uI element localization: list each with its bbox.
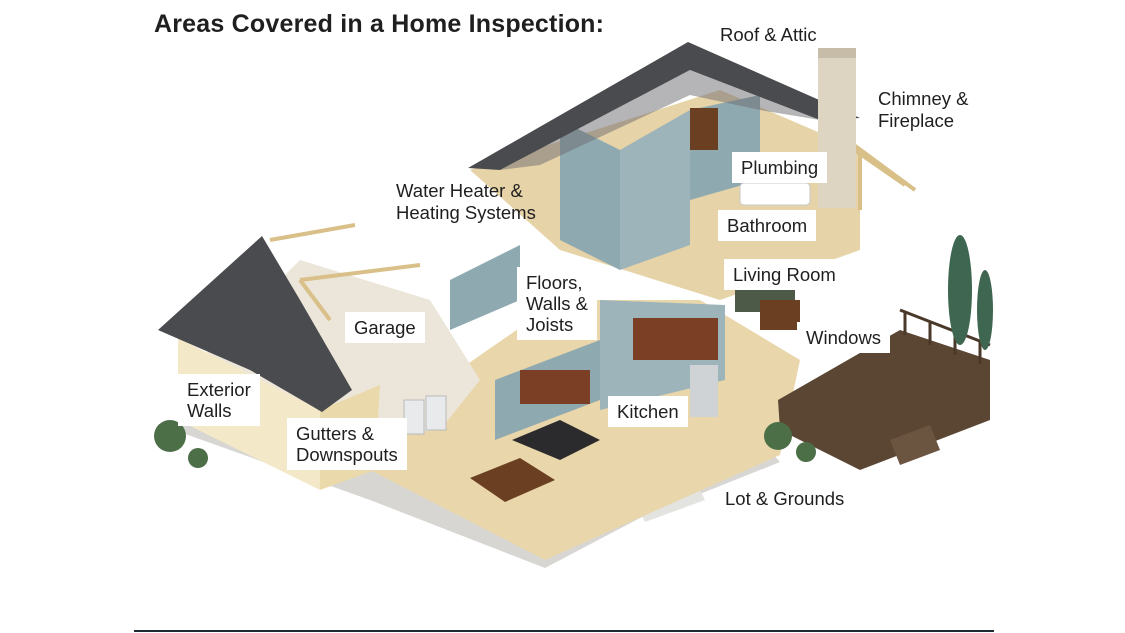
label-plumbing: Plumbing: [732, 152, 828, 183]
garage-roof: [158, 236, 352, 412]
kitchen-cabinets: [520, 370, 590, 404]
label-windows: Windows: [797, 322, 891, 353]
label-chimney-line2: Fireplace: [878, 110, 955, 131]
shrub-4: [796, 442, 816, 462]
label-chimney-line1: Chimney &: [878, 88, 969, 109]
label-lot-grounds: Lot & Grounds: [725, 488, 844, 509]
roof-underside: [500, 70, 820, 170]
tree-2: [977, 270, 993, 350]
label-garage: Garage: [345, 312, 425, 343]
deck-stairs: [890, 425, 940, 465]
label-bathroom: Bathroom: [718, 210, 817, 241]
dryer: [425, 395, 447, 431]
bathtub: [739, 182, 811, 206]
label-water-heater-line2: Heating Systems: [396, 202, 536, 223]
label-floors-line3: Joists: [526, 314, 574, 335]
label-gutters-downspouts: Gutters & Downspouts: [287, 418, 407, 470]
label-plumbing-text: Plumbing: [741, 157, 819, 178]
label-exterior-line2: Walls: [187, 400, 232, 421]
chimney: [818, 48, 856, 208]
dresser: [690, 108, 718, 150]
label-roof-attic-text: Roof & Attic: [720, 24, 817, 45]
shrub-3: [764, 422, 792, 450]
label-lot-grounds-text: Lot & Grounds: [725, 488, 845, 509]
label-gutters-line1: Gutters &: [296, 423, 375, 444]
upper-wall-blue-right: [620, 110, 690, 270]
kitchen-counter: [512, 420, 600, 460]
label-floors-walls-joists: Floors, Walls & Joists: [517, 267, 598, 340]
label-floors-line2: Walls &: [526, 293, 589, 314]
label-kitchen-text: Kitchen: [617, 401, 679, 422]
tree-1: [948, 235, 972, 345]
label-garage-text: Garage: [354, 317, 416, 338]
washer: [403, 399, 425, 435]
upper-wall-blue-left: [560, 120, 620, 270]
label-water-heater-line1: Water Heater &: [396, 180, 523, 201]
label-water-heater: Water Heater & Heating Systems: [396, 180, 536, 223]
main-roof: [468, 42, 860, 170]
armchair: [760, 300, 800, 330]
diagram-title: Areas Covered in a Home Inspection:: [154, 10, 605, 38]
label-exterior-line1: Exterior: [187, 379, 251, 400]
label-living-room-text: Living Room: [733, 264, 836, 285]
stair-wall: [450, 245, 520, 330]
label-exterior-walls: Exterior Walls: [178, 374, 260, 426]
label-living-room: Living Room: [724, 259, 845, 290]
shrub-1: [154, 420, 186, 452]
shrub-2: [188, 448, 208, 468]
label-bathroom-text: Bathroom: [727, 215, 808, 236]
deck: [778, 330, 990, 470]
refrigerator: [690, 365, 718, 417]
bottom-divider: [134, 630, 994, 632]
label-roof-attic: Roof & Attic: [720, 24, 817, 45]
label-kitchen: Kitchen: [608, 396, 688, 427]
label-chimney-fireplace: Chimney & Fireplace: [878, 88, 968, 131]
dining-table: [470, 458, 555, 502]
label-windows-text: Windows: [806, 327, 882, 348]
label-gutters-line2: Downspouts: [296, 444, 398, 465]
label-floors-line1: Floors,: [526, 272, 583, 293]
